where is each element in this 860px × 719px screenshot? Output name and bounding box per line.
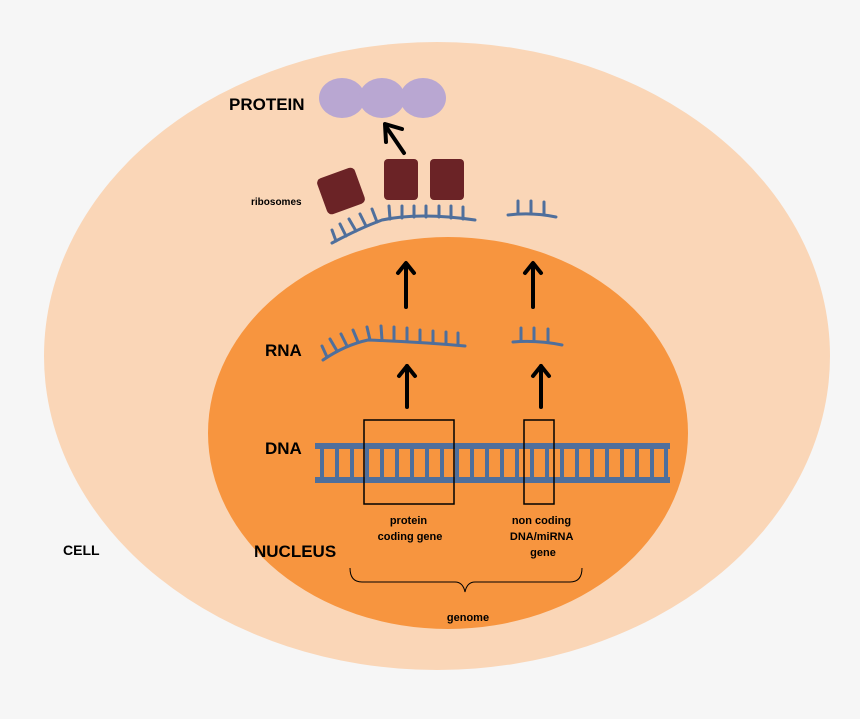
genome-brace	[349, 567, 583, 593]
protein-coding-gene-label: protein coding gene	[378, 515, 443, 543]
non-coding-gene-line: DNA/miRNA	[510, 531, 574, 543]
non-coding-gene-label: non coding DNA/miRNA gene	[510, 515, 576, 559]
protein-label: PROTEIN	[229, 95, 305, 114]
ribosome	[430, 159, 464, 200]
nuclear-mrna	[320, 324, 467, 362]
cell-label: CELL	[63, 542, 100, 558]
transcription-arrows	[397, 364, 551, 409]
export-arrows	[396, 261, 543, 309]
protein-coding-gene-box	[363, 419, 455, 505]
protein-coding-gene-line: protein	[390, 515, 428, 527]
cytoplasm-mirna	[506, 199, 558, 219]
protein-chain	[319, 78, 446, 118]
ribosomes-label: ribosomes	[251, 197, 302, 208]
dna-label: DNA	[265, 439, 302, 458]
protein-subunit	[400, 78, 446, 118]
protein-coding-gene-line: coding gene	[378, 531, 443, 543]
non-coding-gene-line: non coding	[512, 515, 571, 527]
ribosome	[384, 159, 418, 200]
dna-double-strand	[315, 443, 670, 483]
cytoplasm-mrna	[330, 204, 477, 245]
translation-arrow	[383, 122, 406, 155]
protein-subunit	[359, 78, 405, 118]
non-coding-gene-box	[523, 419, 555, 505]
non-coding-gene-line: gene	[530, 547, 556, 559]
ribosomes	[317, 159, 464, 215]
protein-subunit	[319, 78, 365, 118]
nucleus-body	[208, 237, 688, 629]
ribosome	[317, 167, 365, 215]
rna-label: RNA	[265, 341, 302, 360]
nuclear-mirna	[511, 326, 564, 347]
genome-label: genome	[447, 612, 489, 624]
dna-rungs	[320, 446, 668, 480]
nucleus-label: NUCLEUS	[254, 542, 336, 561]
